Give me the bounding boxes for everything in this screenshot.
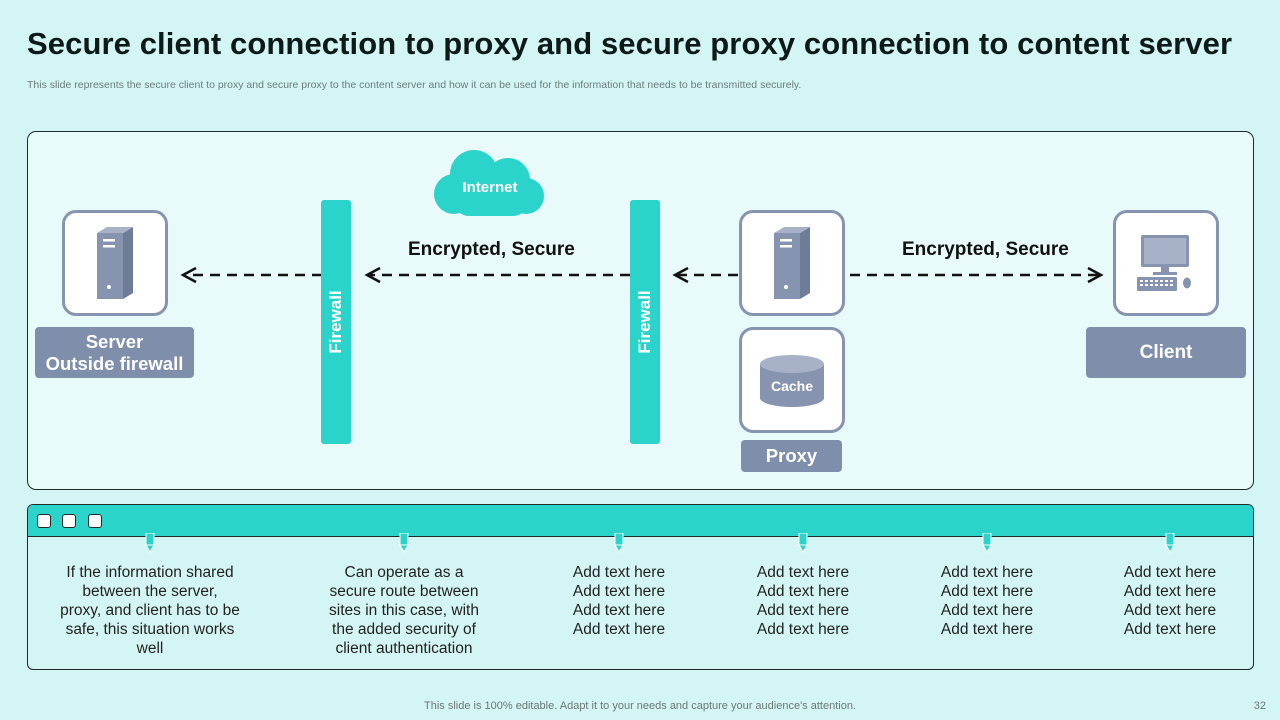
page-number: 32 xyxy=(1253,700,1266,712)
cloud-icon xyxy=(434,150,544,216)
encrypted-label-right: Encrypted, Secure xyxy=(902,239,1069,260)
info-column-text: If the information shared between the se… xyxy=(60,564,240,657)
pin-marker-icon xyxy=(145,532,155,554)
cache-label: Cache xyxy=(770,378,814,394)
info-panel-header xyxy=(28,505,1253,537)
slide-title: Secure client connection to proxy and se… xyxy=(27,26,1233,61)
window-button-1 xyxy=(37,514,51,528)
firewall-right: Firewall xyxy=(630,200,660,444)
info-column-2: Can operate as a secure route between si… xyxy=(304,532,504,658)
window-button-3 xyxy=(88,514,102,528)
computer-icon xyxy=(1137,235,1191,291)
internet-label: Internet xyxy=(462,179,518,196)
firewall-left-label: Firewall xyxy=(326,290,345,354)
cache-node: Cache xyxy=(739,327,845,433)
server-label: Server Outside firewall xyxy=(35,327,194,378)
info-column-6: Add text here Add text here Add text her… xyxy=(1070,532,1253,639)
pin-marker-icon xyxy=(614,532,624,554)
proxy-server-icon xyxy=(774,227,810,299)
client-node xyxy=(1113,210,1219,316)
slide-footer: This slide is 100% editable. Adapt it to… xyxy=(424,700,856,712)
cache-database: Cache xyxy=(759,352,825,408)
proxy-server-node xyxy=(739,210,845,316)
pin-marker-icon xyxy=(798,532,808,554)
info-column-1: If the information shared between the se… xyxy=(50,532,250,658)
info-column-text: Can operate as a secure route between si… xyxy=(329,564,479,657)
info-column-text: Add text here Add text here Add text her… xyxy=(1123,564,1217,638)
info-column-5: Add text here Add text here Add text her… xyxy=(887,532,1087,639)
info-column-4: Add text here Add text here Add text her… xyxy=(703,532,903,639)
firewall-left: Firewall xyxy=(321,200,351,444)
window-button-2 xyxy=(62,514,76,528)
server-node xyxy=(62,210,168,316)
info-column-text: Add text here Add text here Add text her… xyxy=(572,564,666,638)
pin-marker-icon xyxy=(399,532,409,554)
proxy-label: Proxy xyxy=(741,440,842,472)
encrypted-label-left: Encrypted, Secure xyxy=(408,239,575,260)
client-label: Client xyxy=(1086,327,1246,378)
internet-cloud: Internet xyxy=(432,146,548,220)
firewall-right-label: Firewall xyxy=(635,290,654,354)
server-icon xyxy=(97,227,133,299)
pin-marker-icon xyxy=(982,532,992,554)
info-column-3: Add text here Add text here Add text her… xyxy=(519,532,719,639)
info-column-text: Add text here Add text here Add text her… xyxy=(940,564,1034,638)
info-column-text: Add text here Add text here Add text her… xyxy=(756,564,850,638)
info-panel: If the information shared between the se… xyxy=(27,504,1254,670)
cache-database-icon xyxy=(760,355,824,407)
pin-marker-icon xyxy=(1165,532,1175,554)
slide-subtitle: This slide represents the secure client … xyxy=(27,79,802,91)
